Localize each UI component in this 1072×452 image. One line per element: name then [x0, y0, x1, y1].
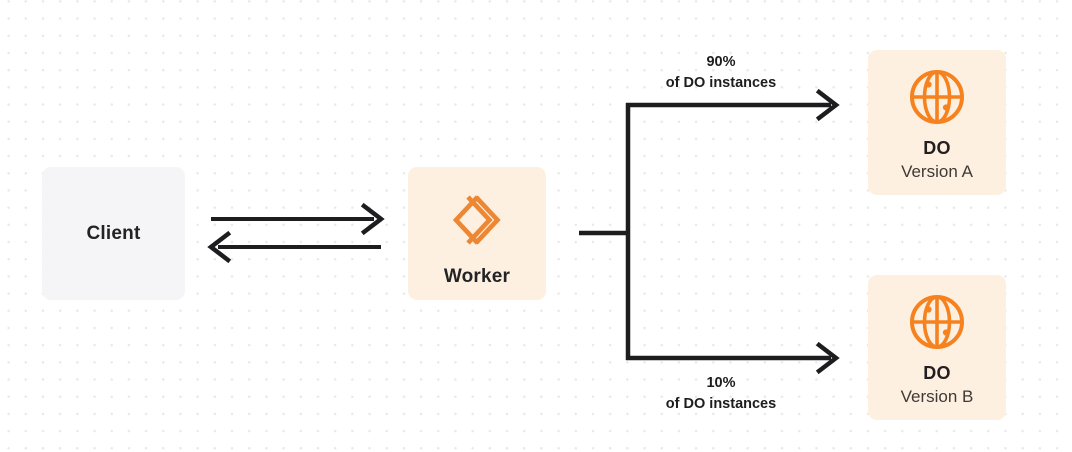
- node-worker-label: Worker: [443, 266, 511, 287]
- globe-icon: [908, 68, 966, 126]
- node-worker: Worker: [408, 167, 546, 300]
- node-do-b-label: DO: [923, 363, 951, 383]
- edge-label-do-a-percent: 90%: [706, 54, 736, 70]
- edge-label-do-b-text: of DO instances: [665, 395, 777, 412]
- branch-connector: [579, 103, 631, 360]
- edge-label-do-a-text: of DO instances: [665, 74, 777, 91]
- arrow-worker-to-do-a: [626, 88, 840, 122]
- node-do-a-sublabel: Version A: [901, 162, 973, 181]
- node-client: Client: [42, 167, 185, 300]
- cloudflare-workers-icon: [446, 189, 508, 251]
- node-do-version-a: DO Version A: [868, 50, 1006, 195]
- edge-label-do-b-percent: 10%: [706, 375, 736, 391]
- node-do-a-label: DO: [923, 138, 951, 158]
- edge-label-do-a: 90% of DO instances: [609, 52, 833, 93]
- globe-icon: [908, 293, 966, 351]
- node-client-label: Client: [86, 222, 141, 244]
- arrow-client-to-worker: [211, 202, 385, 236]
- edge-label-do-b: 10% of DO instances: [609, 373, 833, 414]
- arrow-worker-to-do-b: [626, 341, 840, 375]
- arrow-worker-to-client: [207, 230, 381, 264]
- node-do-b-sublabel: Version B: [900, 387, 974, 406]
- node-do-version-b: DO Version B: [868, 275, 1006, 420]
